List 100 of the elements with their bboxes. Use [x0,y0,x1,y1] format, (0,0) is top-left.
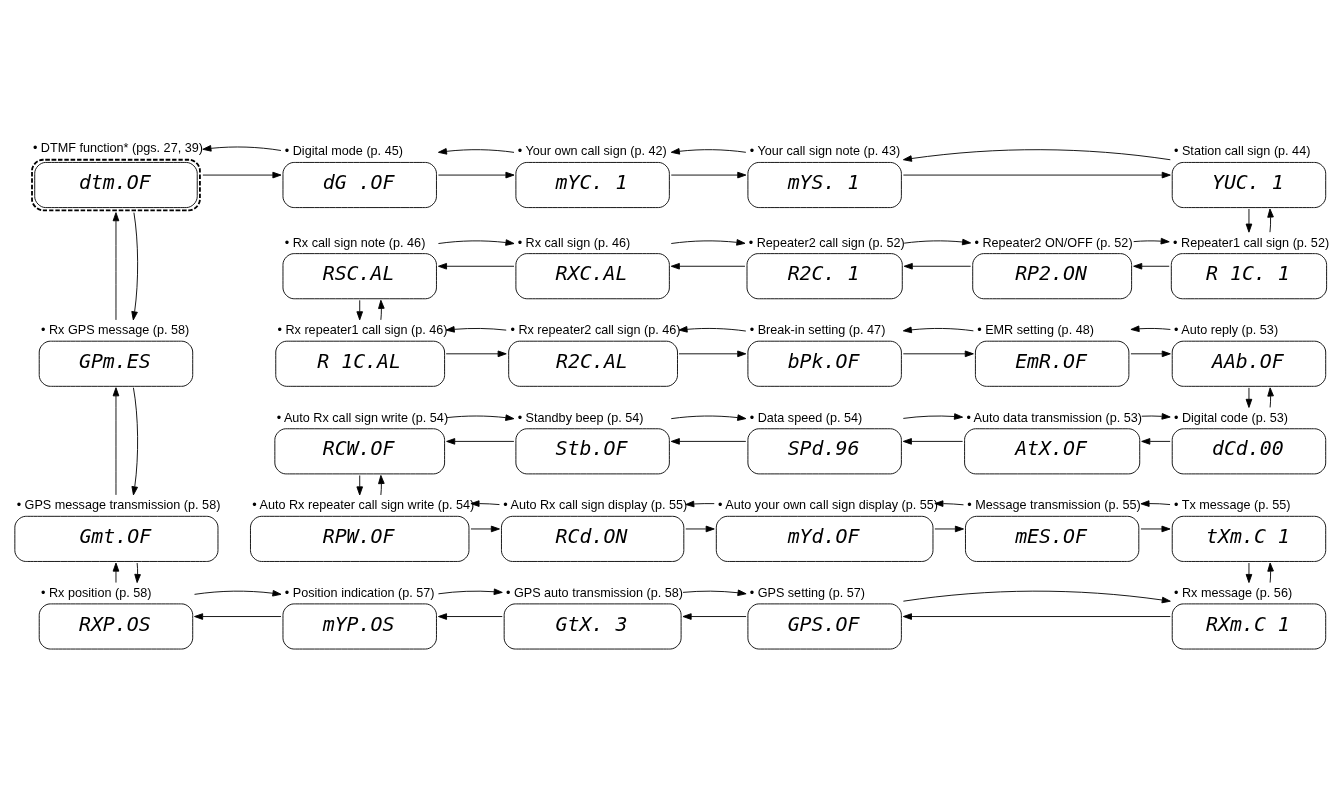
node-label: • GPS auto transmission (p. 58) [505,585,684,600]
arrow [670,262,746,270]
node-label: • Auto Rx call sign write (p. 54) [276,410,449,425]
node-box: RPW.OF [250,515,470,562]
arrow [112,562,120,583]
arrow [446,438,515,445]
arrow [670,171,747,179]
node-label: • Repeater2 call sign (p. 52) [748,235,905,250]
arrow [1140,500,1171,507]
arrow [902,350,974,358]
arrow [670,148,747,155]
arrow [903,262,972,270]
arrow [1140,525,1171,533]
arrow [194,590,282,597]
arrow [902,438,964,445]
node-box: RXm.C 1 [1171,603,1327,650]
node-box: R2C.AL [508,340,678,387]
arrow [437,148,515,155]
arrow [378,299,385,321]
arrow [670,414,747,421]
arrow [1267,387,1274,408]
node-box: Gmt.OF [14,515,219,562]
arrow [670,239,746,246]
arrow [902,413,964,420]
node-box: mYC. 1 [515,162,670,209]
node-box: RSC.AL [282,253,437,300]
arrow [445,350,507,358]
node-label: • Rx call sign note (p. 46) [284,235,426,250]
node-label: • Auto data transmission (p. 53) [966,410,1143,425]
arrow [678,350,747,358]
node-label: • Station call sign (p. 44) [1174,144,1311,159]
node-box: tXm.C 1 [1171,515,1327,562]
node-label: • Message transmission (p. 55) [967,498,1141,513]
node-box: GPS.OF [747,603,902,650]
node-box: mYP.OS [282,603,437,650]
arrow [1133,237,1170,245]
arrow [902,326,974,334]
node-label: • Auto reply (p. 53) [1174,323,1279,338]
arrow [1245,562,1253,583]
arrow [902,590,1171,604]
node-label: • DTMF function* (pgs. 27, 39) [32,140,203,155]
arrow [470,500,500,507]
node-box: EmR.OF [974,340,1130,387]
arrow [437,613,503,620]
node-box: mYS. 1 [747,162,902,209]
node-box: R2C. 1 [746,253,903,300]
node-label: • Standby beep (p. 54) [517,410,644,425]
node-box: RXC.AL [515,253,670,300]
node-label: • GPS setting (p. 57) [749,585,866,600]
node-label: • Rx repeater2 call sign (p. 46) [510,323,681,338]
arrow [902,149,1171,162]
node-label: • Auto Rx call sign display (p. 55) [503,498,688,513]
arrow [470,525,500,533]
arrow [112,212,120,321]
arrow [685,500,715,508]
arrow [678,326,747,333]
node-box: GtX. 3 [503,603,682,650]
arrow [131,387,139,496]
node-label: • Auto your own call sign display (p. 55) [718,498,938,513]
node-box: mYd.OF [715,515,934,562]
arrow [1130,350,1171,358]
node-box: dCd.00 [1171,428,1327,475]
arrow [202,171,282,179]
node-label: • Your own call sign (p. 42) [517,144,667,159]
arrow [112,387,120,496]
node-label: • Digital code (p. 53) [1174,410,1288,425]
arrow [1267,208,1274,233]
arrow [902,613,1171,620]
arrow [1245,387,1253,408]
arrow [1245,208,1253,233]
arrow [437,588,503,596]
node-box: mES.OF [965,515,1140,562]
node-box: SPd.96 [747,428,902,475]
node-label: • Rx position (p. 58) [41,585,152,600]
node-box: R 1C.AL [275,340,446,387]
arrow [1133,262,1170,270]
node-box: R 1C. 1 [1170,253,1328,300]
node-label: • Position indication (p. 57) [284,585,435,600]
arrow [437,262,515,270]
arrow [445,326,507,333]
arrow [682,613,747,620]
arrow [202,145,282,152]
node-label: • Rx GPS message (p. 58) [41,323,190,338]
arrow [1267,562,1274,583]
node-box: YUC. 1 [1171,162,1327,209]
node-label: • Repeater2 ON/OFF (p. 52) [974,235,1133,250]
arrow [134,562,141,583]
arrow [378,475,385,496]
arrow [356,475,363,496]
node-label: • Rx message (p. 56) [1174,585,1293,600]
arrow [902,171,1171,179]
arrow [1130,325,1171,333]
arrow [1141,413,1171,420]
arrow [685,525,715,533]
arrow [670,438,747,445]
arrow [934,500,964,507]
node-label: • Digital mode (p. 45) [284,144,403,159]
node-box: RCW.OF [274,428,446,475]
node-box: RP2.ON [972,253,1133,300]
node-label: • Auto Rx repeater call sign write (p. 54) [252,498,475,513]
